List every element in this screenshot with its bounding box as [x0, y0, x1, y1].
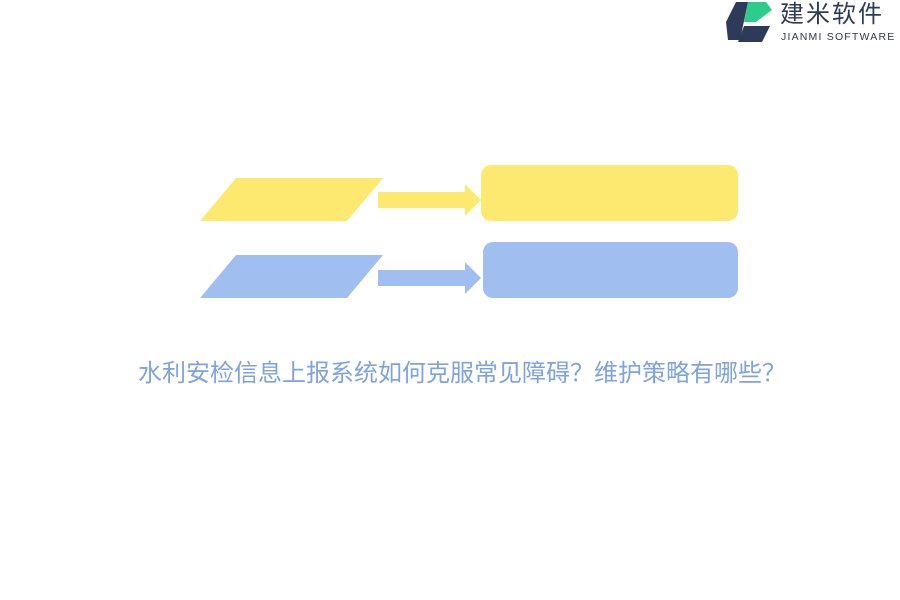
- brand-logo: 建米软件 JIANMI SOFTWARE: [726, 0, 900, 46]
- row1-box: [481, 165, 738, 221]
- row2-arrow: [378, 262, 481, 294]
- row2-parallelogram: [200, 255, 383, 298]
- brand-name-cn: 建米软件: [780, 0, 884, 28]
- row1-arrow: [378, 184, 481, 216]
- row2-box: [483, 242, 738, 298]
- brand-name-en: JIANMI SOFTWARE: [781, 31, 896, 43]
- row1-parallelogram: [200, 178, 383, 221]
- diagram-caption: 水利安检信息上报系统如何克服常见障碍？维护策略有哪些？: [138, 359, 786, 387]
- jianmi-logo-icon: [726, 2, 772, 42]
